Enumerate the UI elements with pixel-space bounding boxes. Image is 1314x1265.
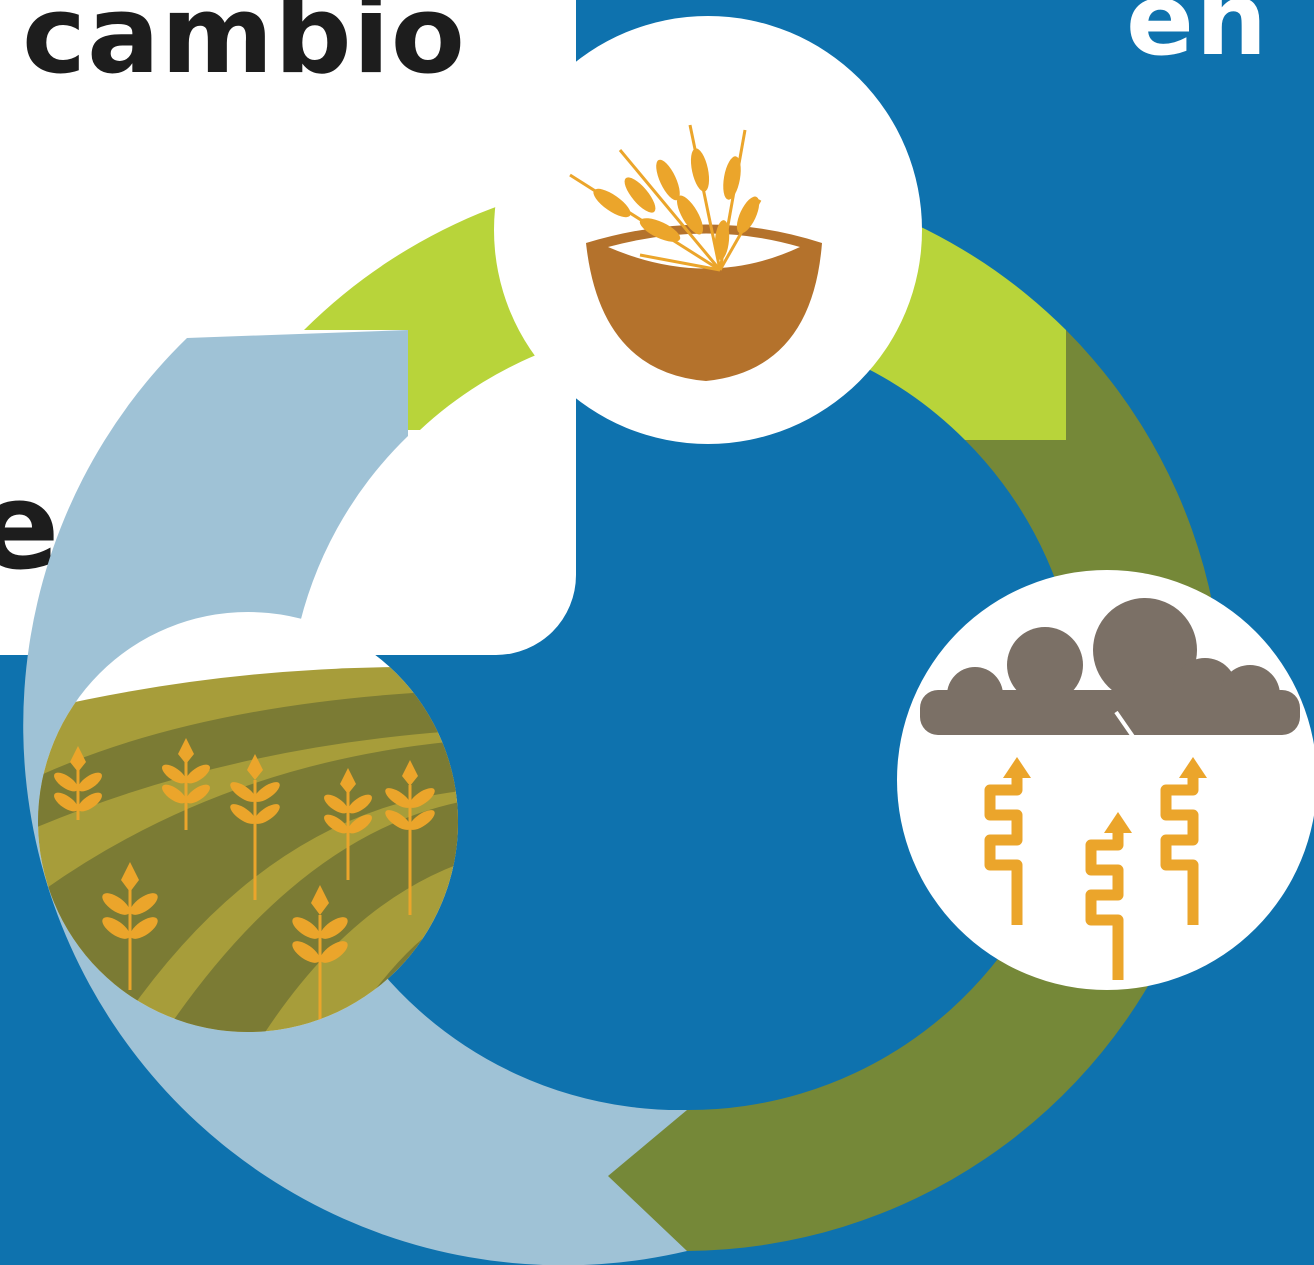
arc-segment-olive — [608, 330, 1224, 1251]
headline-word-en: en — [1126, 0, 1270, 78]
wheat-field-icon — [38, 612, 458, 1032]
arc-segment-blue — [23, 330, 687, 1265]
wheat-bowl-icon — [494, 16, 922, 444]
cloud-heat-icon — [897, 570, 1314, 990]
headline-word-cambio: cambio — [22, 0, 466, 98]
